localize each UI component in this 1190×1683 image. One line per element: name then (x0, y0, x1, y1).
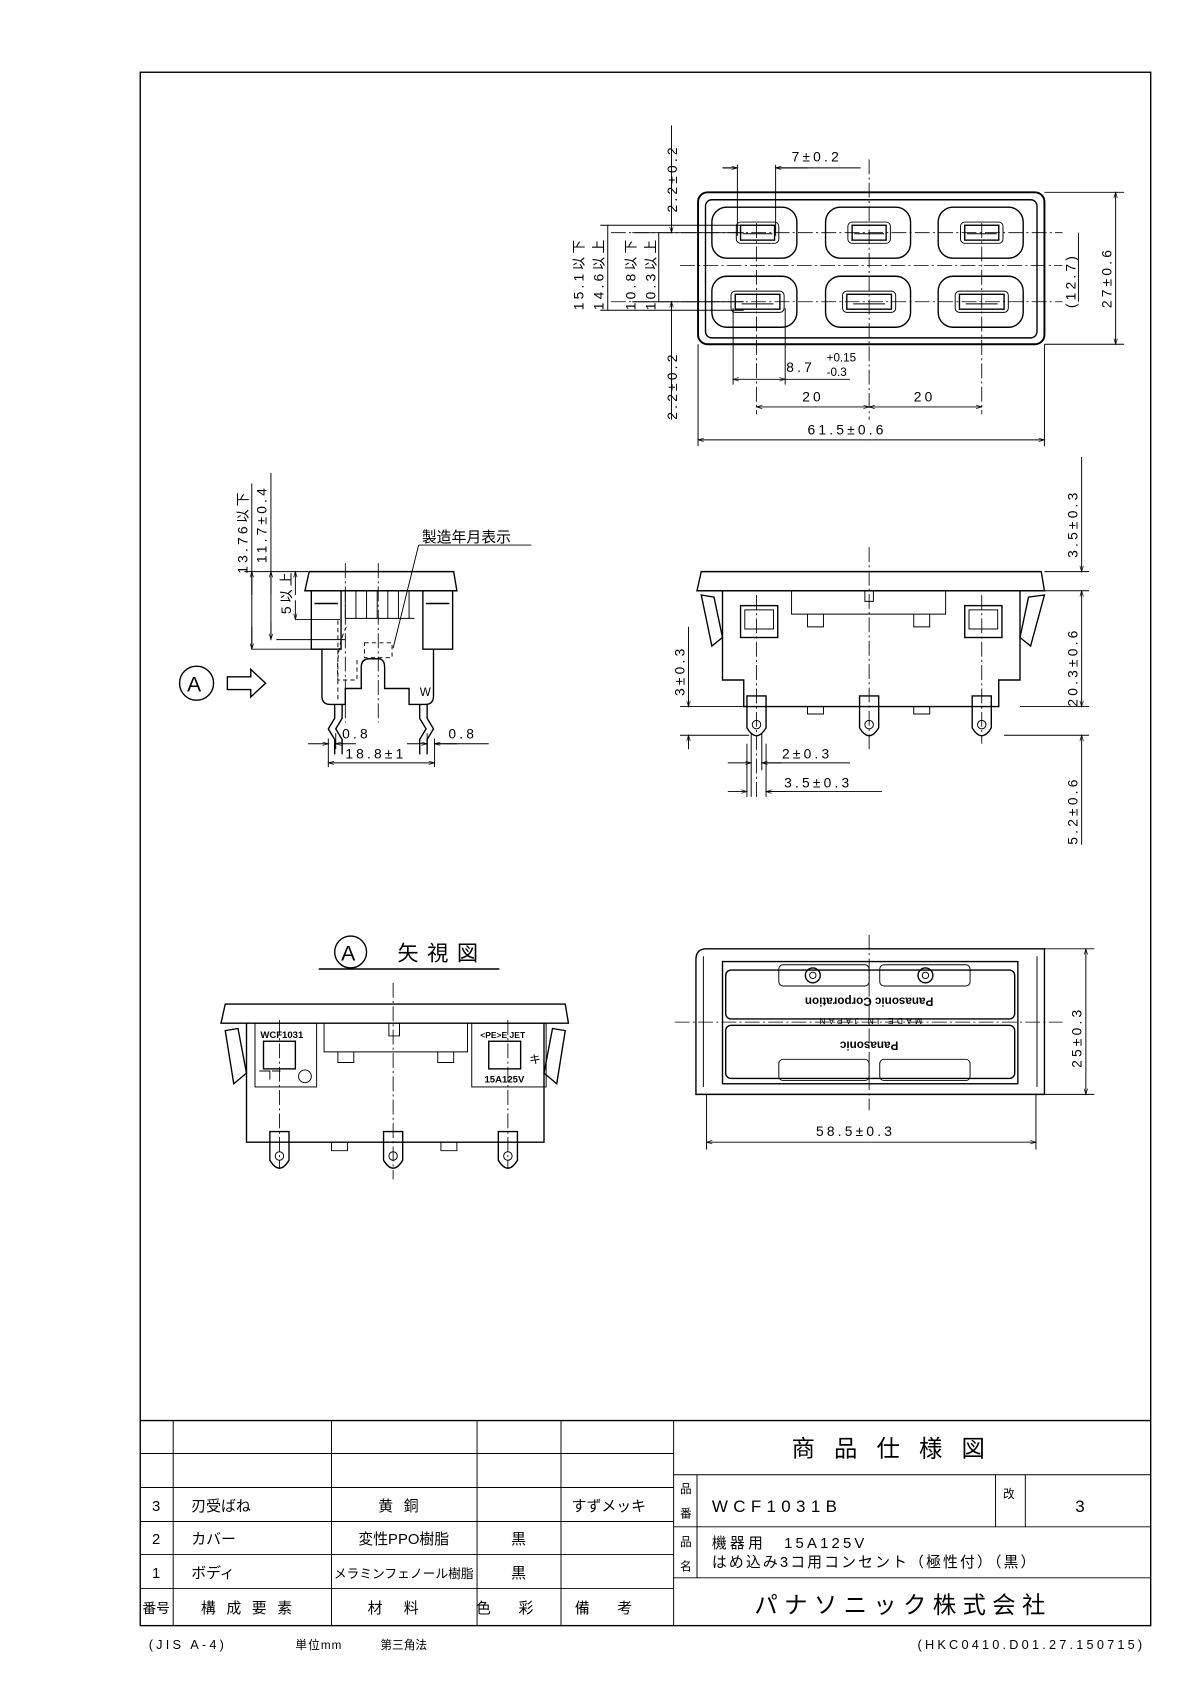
dim-pin-offset: 3±0.3 (671, 646, 687, 696)
dim-bottom-margin: 2.2±0.2 (664, 351, 680, 419)
parts-table: 3 刃受ばね 黄銅 すずメッキ 2 カバー 変性PPO樹脂 黒 1 ボディ メラ… (140, 1419, 1151, 1626)
svg-text:品: 品 (680, 1536, 692, 1549)
dim-top: 3.5±0.3 (1064, 490, 1080, 558)
svg-text:番: 番 (680, 1507, 692, 1520)
svg-text:材料: 材料 (368, 1600, 440, 1617)
dim-body: 20.3±0.6 (1064, 627, 1080, 706)
pse-mark: <PE>E JET (480, 1030, 526, 1040)
text-brand: Panasonic (839, 1038, 898, 1051)
dim-top-margin: 2.2±0.2 (664, 144, 680, 212)
part-no: 1 (152, 1566, 160, 1582)
dim-pin-width: 2±0.3 (782, 746, 832, 762)
product-name-line2: はめ込み3コ用コンセント（極性付）（黒） (712, 1554, 1038, 1571)
dim-ref-12-7: (12.7) (1062, 253, 1078, 308)
dim-pitch-1: 20 (802, 389, 824, 405)
dim-width: 61.5±0.6 (808, 422, 887, 438)
dim-15-1: 15.1以下 (570, 237, 586, 311)
svg-text:品: 品 (680, 1483, 692, 1496)
dim-lead-left: 0.8 (342, 725, 371, 741)
model-mark: WCF1031 (260, 1030, 304, 1041)
bottom-view: Panasonic Corporation MADE IN JAPAN Pana… (674, 935, 1095, 1150)
drawing-title: 商品仕様図 (792, 1436, 1004, 1462)
part-note: すずメッキ (572, 1498, 646, 1515)
rating-mark: 15A125V (485, 1075, 525, 1086)
parts-table-row: 3 刃受ばね 黄銅 すずメッキ (152, 1498, 646, 1515)
part-color: 黒 (511, 1532, 526, 1548)
projection: 第三角法 (380, 1638, 427, 1652)
ki-mark: キ (529, 1054, 541, 1067)
part-number: WCF1031B (712, 1497, 842, 1516)
svg-text:備考: 備考 (575, 1600, 660, 1617)
part-material: メラミンフェノール樹脂 (334, 1566, 474, 1581)
arrow-view-marker: A (341, 942, 356, 966)
pins (269, 1130, 519, 1169)
dim-lead-right: 0.8 (448, 725, 477, 741)
product-name-line1: 機器用 15A125V (712, 1535, 868, 1552)
arrow-view-title: 矢視図 (397, 942, 486, 966)
dim-slot-length-plus: +0.15 (827, 351, 857, 364)
dim-slot-width: 7±0.2 (792, 149, 842, 165)
top-view: 7±0.2 2.2±0.2 2.2±0.2 15.1以下 14.6以上 10.8… (570, 125, 1125, 447)
parts-table-row: 2 カバー 変性PPO樹脂 黒 (152, 1531, 526, 1548)
parts-table-row: 1 ボディ メラミンフェノール樹脂 黒 (152, 1564, 526, 1582)
company-name: パナソニック株式会社 (754, 1592, 1051, 1618)
mark-w: W (420, 686, 431, 699)
dim-slot-length-minus: -0.3 (827, 366, 847, 379)
view-marker: A (187, 673, 202, 697)
title-block: 商品仕様図 品 番 WCF1031B 改 3 品 名 機器用 15A125V は… (673, 1436, 1151, 1618)
svg-text:構成要素: 構成要素 (201, 1600, 303, 1617)
dim-pin-width-2: 3.5±0.3 (784, 774, 852, 790)
revision-label: 改 (1003, 1487, 1015, 1501)
svg-text:色彩: 色彩 (476, 1600, 561, 1617)
dim-bottom-width: 58.5±0.3 (816, 1123, 895, 1139)
sheet-border (139, 71, 1152, 1627)
left-side-view: 13.76以下 11.7±0.4 5以上 製造年月表示 A W 0.8 0.8 … (178, 472, 532, 768)
right-side-view: 3.5±0.3 20.3±0.6 5.2±0.6 3±0.3 2±0.3 3.5… (671, 456, 1090, 845)
part-name: カバー (191, 1532, 236, 1548)
text-made: MADE IN JAPAN (816, 1016, 922, 1026)
dim-lead-pitch: 18.8±1 (345, 746, 406, 762)
date-mark-label: 製造年月表示 (422, 529, 511, 546)
part-material: 変性PPO樹脂 (358, 1531, 449, 1548)
part-name: ボディ (191, 1564, 235, 1582)
dim-10-8: 10.8以下 (622, 237, 638, 311)
svg-text:番号: 番号 (142, 1600, 170, 1616)
dim-14-6: 14.6以上 (591, 237, 607, 311)
dim-5: 5以上 (278, 569, 294, 614)
dim-11-7: 11.7±0.4 (254, 485, 270, 563)
dim-pin: 5.2±0.6 (1064, 776, 1080, 844)
dim-13-76: 13.76以下 (235, 489, 251, 573)
dim-slot-length: 8.7 (786, 359, 815, 375)
part-color: 黒 (511, 1566, 526, 1582)
svg-text:名: 名 (680, 1559, 692, 1573)
dim-bottom-height: 25±0.3 (1069, 1007, 1085, 1068)
part-name: 刃受ばね (191, 1498, 251, 1515)
rivet-icon (804, 967, 821, 984)
unit: 単位mm (295, 1638, 342, 1652)
footer: (JIS A-4) 単位mm 第三角法 (HKC0410.D01.27.1507… (149, 1637, 1146, 1652)
view-direction-arrow-icon (226, 667, 267, 699)
parts-table-header: 番号 構成要素 材料 色彩 備考 (142, 1600, 660, 1617)
part-no: 3 (152, 1499, 160, 1515)
arrow-view-a: A 矢視図 WCF1031 <PE>E JET 15A125V キ (220, 935, 570, 1180)
drawing-code: (HKC0410.D01.27.150715) (918, 1637, 1146, 1652)
rivet-icon (917, 967, 934, 984)
revision-number: 3 (1075, 1497, 1084, 1516)
dim-10-3: 10.3以上 (643, 237, 659, 311)
part-material: 黄銅 (378, 1498, 429, 1515)
ul-mark-icon (259, 1070, 281, 1080)
dim-height: 27±0.6 (1098, 247, 1114, 308)
certification-mark-icon (298, 1069, 312, 1084)
dim-pitch-2: 20 (914, 389, 936, 405)
part-no: 2 (152, 1532, 160, 1548)
view-marker-circle (178, 665, 215, 701)
paper-size: (JIS A-4) (149, 1637, 227, 1652)
